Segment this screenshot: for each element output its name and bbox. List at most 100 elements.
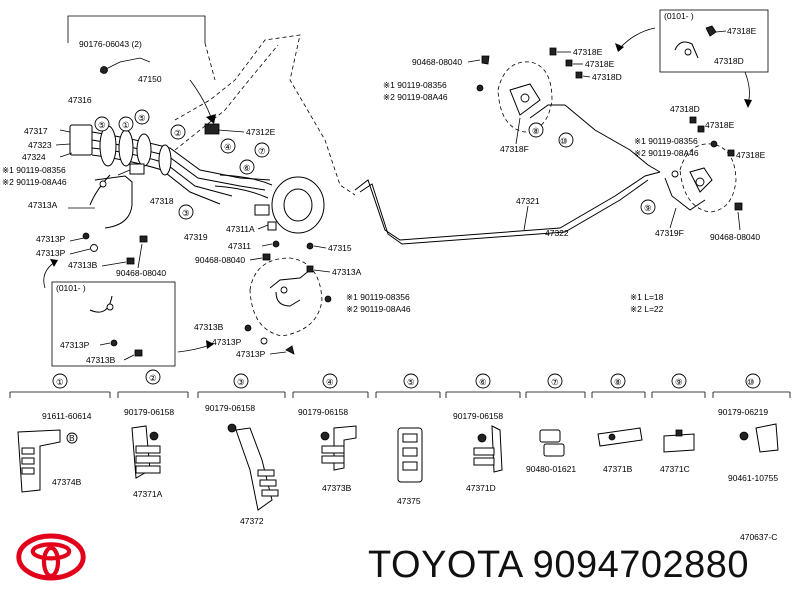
callout-1: ① [122, 120, 130, 130]
brake-booster-assembly: 47312E 47311A 47311 47315 90468-08040 [174, 34, 356, 265]
label-47318-mid: 47318 [150, 196, 174, 206]
label-47311A: 47311A [226, 224, 255, 234]
parts-catalog: ① 91611-60614 B 47374B ② 90179-06158 473… [9, 369, 791, 542]
wheel-right-top: 90468-08040 ※1 90119-08356 ※2 90119-08A4… [383, 47, 622, 154]
label-47315: 47315 [328, 243, 352, 253]
callout-5: ⑤ [98, 120, 106, 130]
label-s2-left: ※2 90119-08A46 [2, 177, 67, 187]
inset-top-left: 90176-06043 (2) 47150 [67, 15, 216, 84]
inset-label-47318E: 47318E [727, 26, 757, 36]
label-47322: 47322 [545, 228, 569, 238]
legend-l1: ※1 L=18 [630, 292, 664, 302]
label-47311: 47311 [228, 241, 251, 251]
clip-icon [100, 66, 108, 74]
label-47318E-a: 47318E [573, 47, 603, 57]
catalog-top-1: 91611-60614 [42, 411, 92, 421]
callout-8: ⑧ [532, 126, 540, 136]
inset-bottom-left-label: (0101- ) [56, 283, 86, 293]
label-s2-mid: ※2 90119-08A46 [346, 304, 411, 314]
catalog-b-marker: B [69, 433, 75, 443]
catalog-bottom-2: 47371A [133, 489, 163, 499]
label-47319: 47319 [184, 232, 208, 242]
label-47318D-a: 47318D [592, 72, 622, 82]
label-90176-06043: 90176-06043 (2) [79, 39, 142, 49]
rear-brake-line: 47321 47322 [354, 104, 661, 245]
label-47318F: 47318F [500, 144, 529, 154]
inset-bottom-left: (0101- ) 47313P 47313B [51, 281, 176, 367]
catalog-top-3: 90179-06158 [205, 403, 255, 413]
inset-label-47313P: 47313P [60, 340, 90, 350]
label-s1-top: ※1 90119-08356 [383, 80, 447, 90]
catalog-num-6: ⑥ [479, 377, 487, 387]
catalog-num-9: ⑨ [675, 377, 683, 387]
catalog-num-5: ⑤ [407, 377, 415, 387]
label-47313P-left-2: 47313P [36, 248, 66, 258]
arrow-to-top-right-inset [619, 27, 656, 49]
callout-3: ③ [182, 208, 190, 218]
catalog-bottom-9: 47371C [660, 464, 690, 474]
catalog-top-6: 90179-06158 [453, 411, 503, 421]
label-47312E: 47312E [246, 127, 276, 137]
length-legend: ※1 L=18 ※2 L=22 [630, 292, 664, 314]
master-cylinder-assembly [55, 124, 271, 269]
catalog-num-3: ③ [237, 377, 245, 387]
inset-label-47318D: 47318D [714, 56, 744, 66]
callout-2: ② [174, 128, 182, 138]
catalog-bottom-6: 47371D [466, 483, 496, 493]
label-47318D-r: 47318D [670, 104, 700, 114]
catalog-top-10: 90179-06219 [718, 407, 768, 417]
label-47313P-mid2: 47313P [236, 349, 266, 359]
label-s1-right: ※1 90119-08356 [634, 136, 698, 146]
label-s1-left: ※1 90119-08356 [2, 165, 66, 175]
label-47313A-mid: 47313A [332, 267, 362, 277]
callout-6: ⑥ [243, 163, 251, 173]
inset-top-right: (0101- ) 47318E 47318D [659, 9, 769, 73]
callout-4: ④ [224, 142, 232, 152]
label-47321: 47321 [516, 196, 540, 206]
label-47317: 47317 [24, 126, 48, 136]
label-90468-mid: 90468-08040 [195, 255, 245, 265]
catalog-bottom-7: 90480-01621 [526, 464, 576, 474]
inset-top-right-label: (0101- ) [664, 11, 694, 21]
callout-markers: ⑤ ① ⑤ ② ③ ④ ⑦ ⑥ ⑧ ⑩ ⑨ [94, 109, 656, 220]
label-47316: 47316 [68, 95, 92, 105]
inset-label-47313B: 47313B [86, 355, 116, 365]
label-s2-right: ※2 90119-08A46 [634, 148, 699, 158]
label-90468-left: 90468-08040 [116, 268, 166, 278]
left-labels: 47316 47317 47323 47324 ※1 90119-08356 ※… [2, 95, 208, 278]
catalog-bottom-1: 47374B [52, 477, 82, 487]
catalog-bottom-10: 90461-10755 [728, 473, 778, 483]
toyota-logo-icon [16, 533, 86, 581]
callout-10: ⑩ [560, 136, 568, 146]
label-s2-top: ※2 90119-08A46 [383, 92, 448, 102]
catalog-bottom-3: 47372 [240, 516, 264, 526]
bracket-icon [705, 25, 717, 37]
label-47313B-left: 47313B [68, 260, 98, 270]
catalog-top-4: 90179-06158 [298, 407, 348, 417]
label-47313B-mid: 47313B [194, 322, 224, 332]
catalog-bottom-8: 47371B [603, 464, 633, 474]
legend-l2: ※2 L=22 [630, 304, 664, 314]
diagram-code: 470637-C [740, 532, 777, 542]
label-90468-top: 90468-08040 [412, 57, 462, 67]
label-90468-right: 90468-08040 [710, 232, 760, 242]
callout-7: ⑦ [258, 146, 266, 156]
label-47313P-mid1: 47313P [212, 337, 242, 347]
callout-5b: ⑤ [138, 113, 146, 123]
catalog-top-2: 90179-06158 [124, 407, 174, 417]
catalog-bottom-4: 47373B [322, 483, 352, 493]
label-47324: 47324 [22, 152, 46, 162]
catalog-num-8: ⑧ [614, 377, 622, 387]
label-47150: 47150 [138, 74, 162, 84]
callout-9: ⑨ [644, 203, 652, 213]
catalog-num-7: ⑦ [551, 377, 559, 387]
label-47318E-b: 47318E [585, 59, 615, 69]
wheel-left-bottom: 47313A ※1 90119-08356 ※2 90119-08A46 473… [194, 257, 411, 359]
wheel-right: 47318D 47318E ※1 90119-08356 ※2 90119-08… [634, 104, 766, 242]
catalog-num-1: ① [56, 377, 64, 387]
label-47318E-r1: 47318E [705, 120, 735, 130]
label-47323: 47323 [28, 140, 52, 150]
catalog-num-4: ④ [326, 377, 334, 387]
